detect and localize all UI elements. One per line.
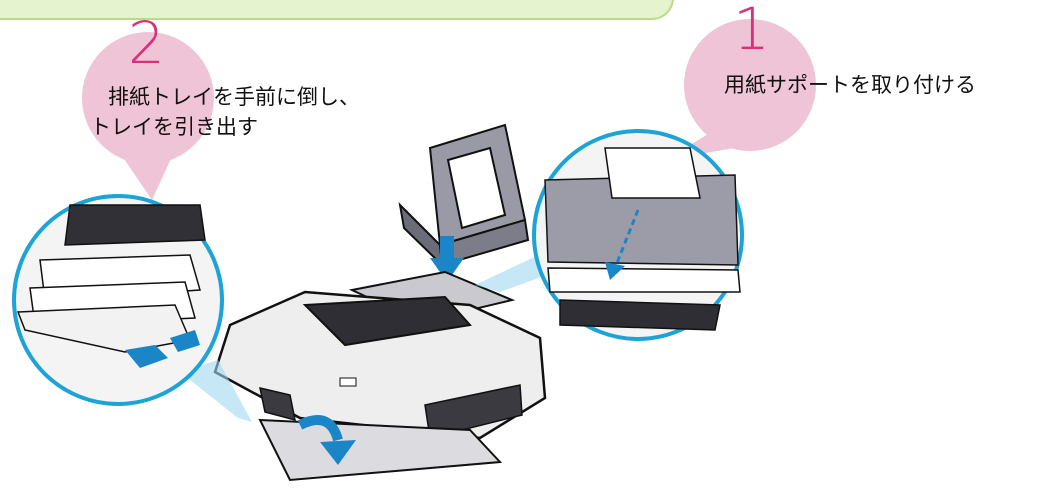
step-2-instruction-line1: 排紙トレイを手前に倒し、 — [108, 85, 360, 109]
curved-arrow-icon — [297, 415, 356, 465]
step-2-number: 2 — [128, 9, 165, 77]
step-1-number: 1 — [733, 0, 770, 63]
step-1-callout — [475, 129, 744, 341]
down-arrow-icon — [430, 236, 464, 282]
step-2-callout — [12, 194, 252, 422]
paper-support-icon — [398, 123, 530, 268]
step-2-bubble — [82, 32, 214, 200]
step-2-instruction-line2: トレイを引き出す — [90, 115, 258, 139]
step-1-instruction: 用紙サポートを取り付ける — [724, 73, 976, 97]
printer-icon — [213, 270, 547, 482]
